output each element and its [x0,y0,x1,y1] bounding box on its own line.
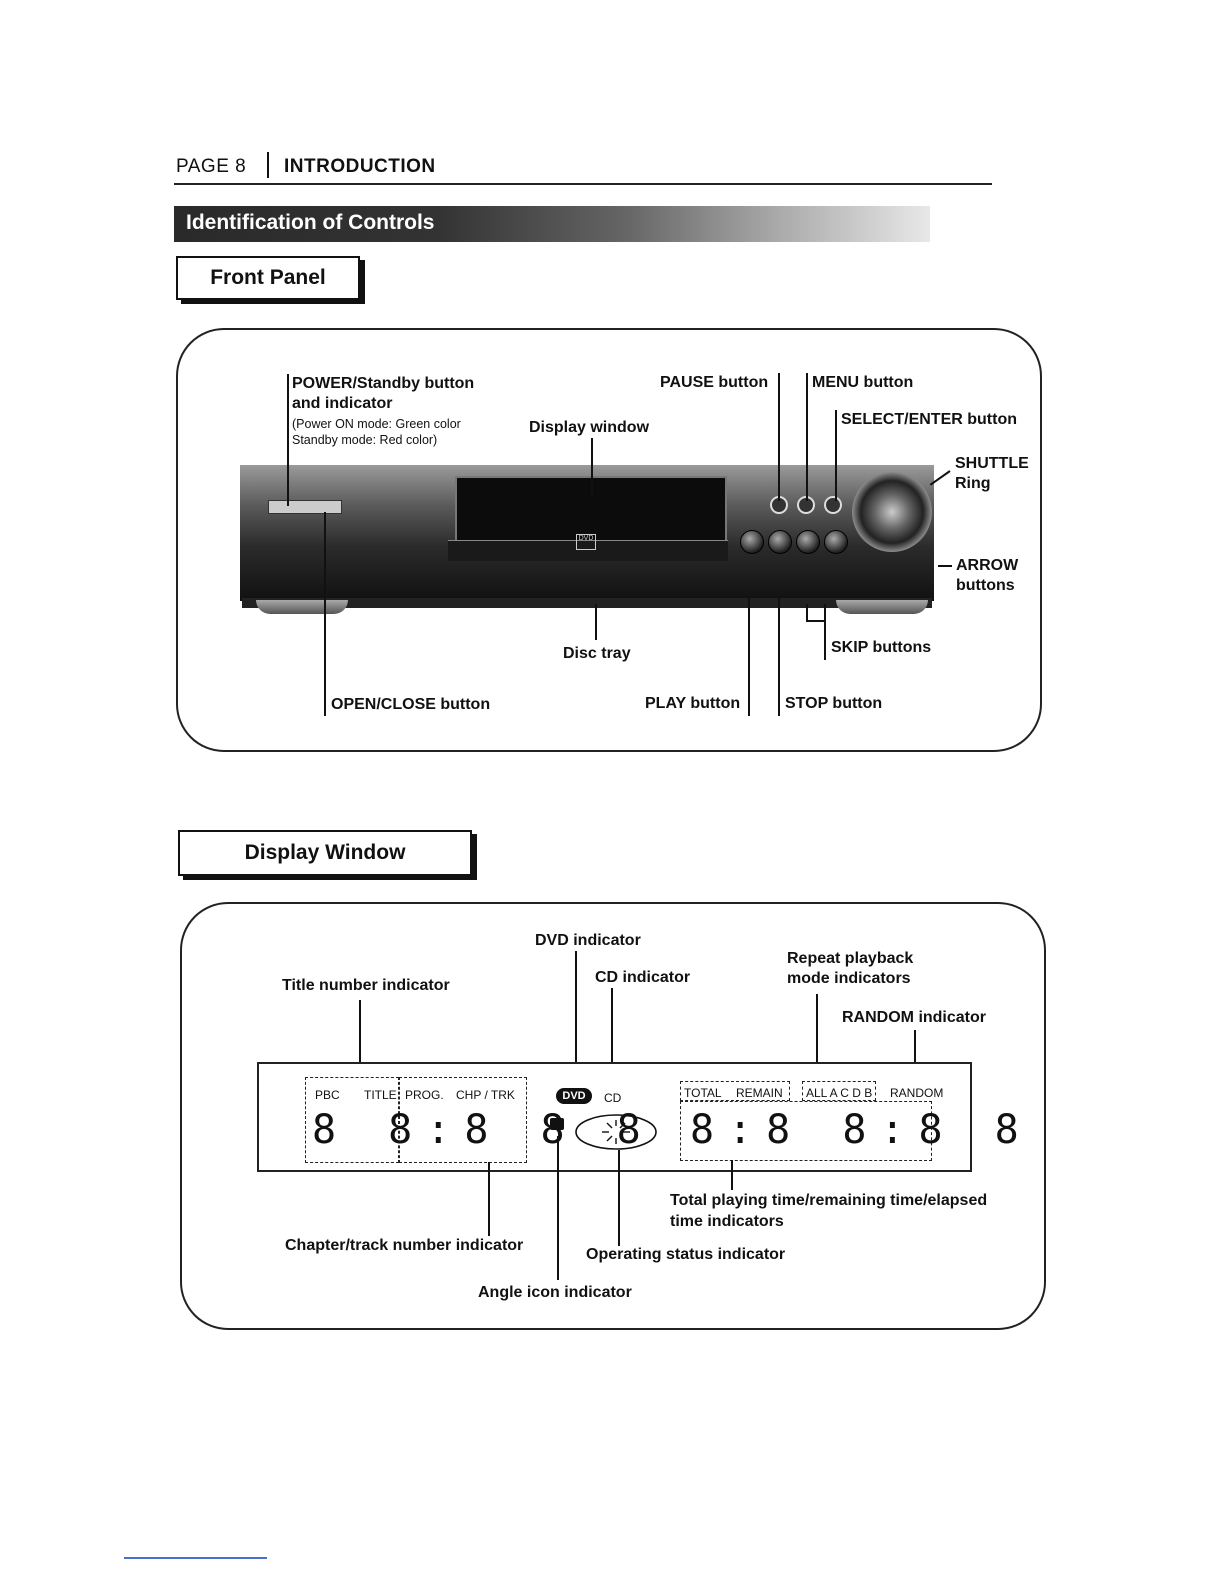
lcd-chp-trk: CHP / TRK [456,1088,515,1102]
label-power-note1: (Power ON mode: Green color [292,417,461,431]
label-display-window: Display window [529,419,650,436]
leader-angle-icon [557,1136,559,1280]
display-window-heading: Display Window [178,830,472,876]
label-stop: STOP button [785,695,883,712]
footer-rule [124,1557,267,1559]
page-number: PAGE 8 [176,156,247,177]
lcd-digits-right: 8:8 8:8 8 [690,1107,1033,1153]
device-base [242,598,932,608]
label-cd-indicator: CD indicator [595,969,691,986]
label-power-line1: POWER/Standby button [292,375,475,392]
section-banner [174,206,930,242]
leader-select-enter [835,410,837,501]
leader-chapter-track [488,1162,490,1236]
label-pause: PAUSE button [660,374,769,391]
label-open-close: OPEN/CLOSE button [331,696,491,713]
label-skip: SKIP buttons [831,639,932,656]
leader-cd-indicator [611,988,613,1088]
lcd-random: RANDOM [890,1086,944,1100]
label-repeat-1: Repeat playback [787,950,914,967]
label-shuttle-2: Ring [955,475,991,492]
device-skip-back-button [796,530,820,554]
label-select-enter: SELECT/ENTER button [841,411,1017,428]
label-shuttle-1: SHUTTLE [955,455,1029,472]
device-disc-tray [448,540,728,561]
label-dvd-indicator: DVD indicator [535,932,641,949]
device-shuttle-ring [852,472,932,552]
label-total-time-1: Total playing time/remaining time/elapse… [670,1192,988,1209]
device-skip-fwd-button [824,530,848,554]
device-power-button [268,500,342,514]
header-separator [267,152,269,178]
lcd-repeat-modes: ALL A C D B [806,1086,873,1100]
front-panel-heading: Front Panel [176,256,360,300]
leader-total-time [731,1160,733,1190]
lcd-chapter-group [399,1077,527,1163]
leader-operating-status [618,1150,620,1246]
leader-pause [778,373,780,501]
label-arrow-2: buttons [956,577,1015,594]
label-total-time-2: time indicators [670,1213,784,1230]
label-repeat-2: mode indicators [787,970,911,987]
label-power-line2: and indicator [292,395,393,412]
lcd-display [257,1062,972,1172]
leader-play [748,598,750,716]
label-random-indicator: RANDOM indicator [842,1009,986,1026]
leader-disc-tray [595,604,597,640]
lcd-time-group [680,1101,932,1161]
leader-skip-left [806,604,808,622]
leader-power [287,374,289,506]
lcd-title: TITLE [364,1088,397,1102]
label-power-note2: Standby mode: Red color) [292,433,438,447]
lcd-cd: CD [604,1091,622,1105]
banner-title: Identification of Controls [186,211,435,234]
lcd-pbc: PBC [315,1088,340,1102]
lcd-title-group [305,1077,399,1163]
lcd-prog: PROG. [405,1088,444,1102]
leader-skip [824,604,826,660]
device-play-button [740,530,764,554]
header-rule [174,183,992,185]
label-operating-status: Operating status indicator [586,1246,786,1263]
leader-display-window [591,438,593,496]
leader-skip-join [806,620,826,622]
leader-arrow [938,565,952,567]
leader-stop [778,598,780,716]
leader-random [914,1030,916,1080]
label-menu: MENU button [812,374,914,391]
leader-title-number [359,1000,361,1080]
device-select-button [824,496,842,514]
device-foot-right [836,600,928,614]
label-title-number: Title number indicator [282,977,450,994]
leader-dvd-indicator [575,951,577,1089]
angle-camera-icon [550,1118,564,1130]
label-disc-tray: Disc tray [563,645,631,662]
lcd-repeat-group [802,1081,876,1101]
lcd-total-remain-group [680,1081,790,1101]
leader-repeat [816,994,818,1080]
label-chapter-track: Chapter/track number indicator [285,1237,524,1254]
device-foot-left [256,600,348,614]
lcd-total: TOTAL [684,1086,722,1100]
leader-menu [806,373,808,501]
operating-status-disc-icon [575,1114,657,1150]
label-arrow-1: ARROW [956,557,1019,574]
label-play: PLAY button [645,695,741,712]
section-title: INTRODUCTION [284,156,436,177]
leader-open-close [324,512,326,716]
device-dvd-logo: DVD [576,534,596,550]
label-angle-icon: Angle icon indicator [478,1284,632,1301]
device-stop-button [768,530,792,554]
lcd-dvd-badge: DVD [556,1088,592,1104]
lcd-remain: REMAIN [736,1086,783,1100]
